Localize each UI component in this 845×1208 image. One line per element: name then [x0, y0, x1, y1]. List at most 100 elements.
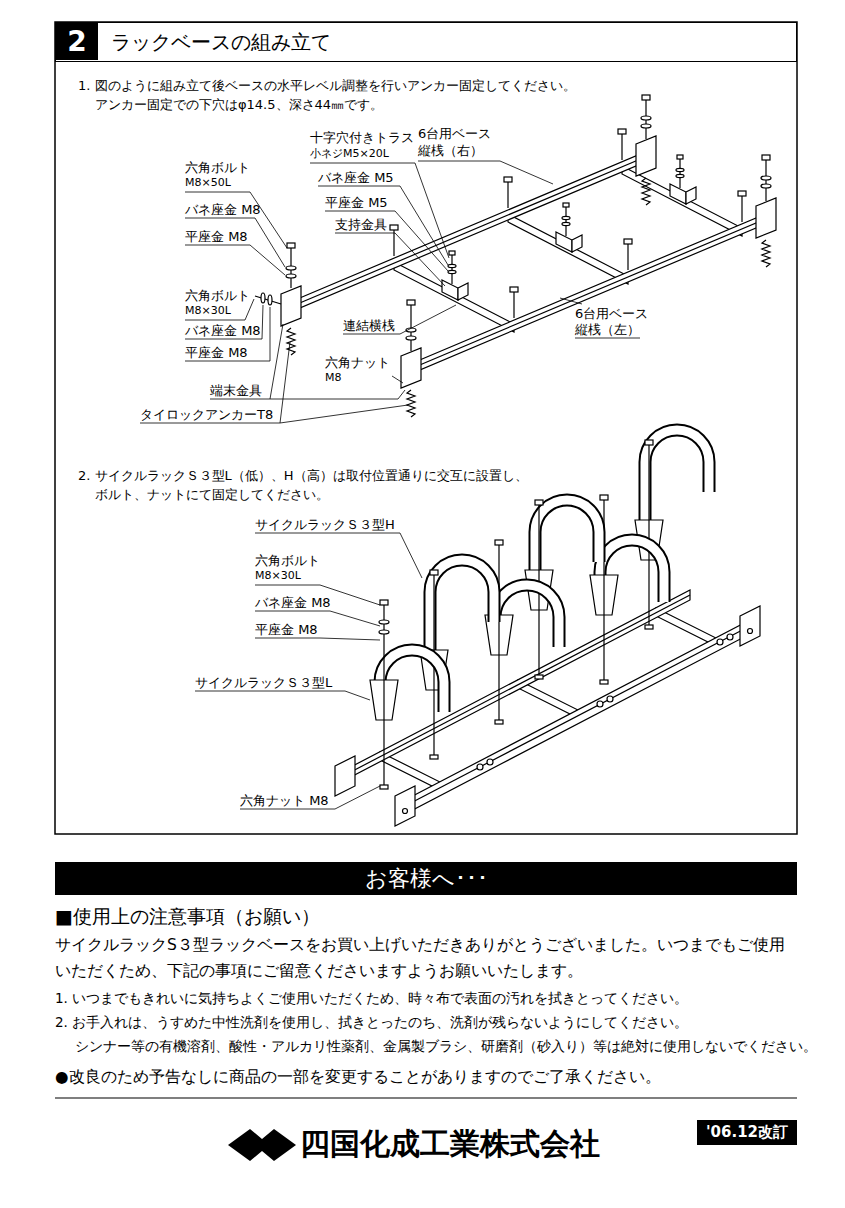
cycle-rack-drawing: [430, 570, 438, 575]
rack-base-drawing: [556, 232, 572, 252]
section-heading: ラックベースの組み立て2: [55, 22, 797, 62]
rack-base-drawing: [393, 230, 394, 256]
rack-base-drawing: [513, 292, 514, 318]
rack-base-drawing: [507, 182, 508, 208]
leader-lines: [318, 186, 448, 265]
cycle-rack-drawing: [379, 620, 389, 624]
company-name: 四国化成工業株式会社: [300, 1126, 600, 1162]
leader-lines: [418, 161, 553, 184]
rack-base-drawing: [670, 184, 686, 204]
rack-base-drawing: [622, 166, 742, 236]
rack-base-drawing: [448, 264, 456, 267]
rack-base-drawing: [641, 124, 651, 128]
cycle-rack-drawing: [495, 540, 503, 545]
section-heading-text: ラックベースの組み立て: [111, 29, 331, 56]
part-spec: M8×50L: [185, 176, 231, 189]
part-spec: 小ネジM5×20L: [310, 147, 389, 160]
leader-lines: [335, 233, 445, 286]
rack-base-drawing: [255, 100, 770, 417]
rack-base-drawing: [458, 283, 468, 300]
leader-lines: [140, 342, 290, 423]
leader-lines: [185, 245, 285, 275]
rack-base-drawing: [286, 266, 296, 270]
instruction-text: 1. 図のように組み立て後ベースの水平レベル調整を行いアンカー固定してください。: [78, 78, 576, 94]
rack-base-drawing: [504, 177, 512, 182]
cycle-rack-drawing: [335, 756, 355, 796]
rack-base-drawing: [448, 270, 456, 273]
rack-base-drawing: [295, 155, 650, 305]
cycle-rack-drawing: [635, 430, 709, 629]
cycle-rack-drawing: [597, 701, 603, 707]
rack-base-drawing: [762, 155, 770, 160]
rack-base-drawing: [449, 251, 455, 255]
part-label: 連結横桟: [343, 318, 395, 334]
part-label: バネ座金 M8: [185, 323, 261, 339]
part-label: 平座金 M8: [185, 229, 248, 245]
leader-lines: [392, 376, 403, 383]
rack-base-drawing: [761, 184, 771, 188]
rack-base-drawing: [415, 212, 770, 372]
rack-base-drawing: [572, 235, 582, 252]
part-label: 縦桟（右）: [418, 143, 483, 159]
cycle-rack-drawing: [477, 764, 483, 770]
rack-base-drawing: [621, 134, 622, 160]
part-spec: M8×30L: [255, 569, 301, 582]
leader-lines: [255, 638, 380, 640]
cycle-rack-drawing: [498, 545, 499, 720]
rack-base-drawing: [287, 243, 295, 248]
cycle-rack-drawing: [495, 720, 503, 724]
part-label: 支持金具: [335, 217, 387, 233]
part-label: 6台用ベース: [575, 306, 648, 322]
cycle-rack-drawing: [379, 630, 389, 634]
rack-base-drawing: [508, 214, 628, 284]
leader-lines: [185, 192, 287, 248]
part-label: 六角ボルト: [185, 160, 250, 176]
rack-base-drawing: [741, 196, 742, 222]
rack-base-drawing: [287, 328, 295, 355]
notice-item: 2. お手入れは、うすめた中性洗剤を使用し、拭きとったのち、洗剤が残らないように…: [55, 1014, 688, 1030]
rule-line: [55, 1097, 797, 1098]
rack-base-drawing: [390, 225, 398, 230]
rack-base-drawing: [401, 348, 421, 388]
customer-band-text: お客様へ･･･: [365, 864, 488, 894]
cycle-rack-drawing: [645, 625, 653, 629]
cycle-rack-drawing: [535, 675, 543, 679]
part-label: バネ座金 M8: [255, 595, 331, 611]
leader-lines: [310, 163, 449, 258]
part-spec: M8: [325, 371, 342, 384]
leader-lines: [325, 211, 448, 271]
leader-lines: [270, 390, 405, 399]
rack-base-drawing: [565, 207, 566, 236]
part-label: 六角ボルト: [185, 288, 250, 304]
cycle-rack-drawing: [740, 606, 760, 646]
rack-base-drawing: [618, 129, 626, 134]
rack-base-drawing: [394, 262, 514, 332]
rack-base-drawing: [442, 280, 458, 300]
instruction-text: アンカー固定での下穴はφ14.5、深さ44㎜です。: [95, 97, 383, 113]
rack-base-drawing: [563, 203, 569, 207]
cycle-rack-drawing: [405, 620, 750, 814]
cycle-rack-drawing: [600, 495, 608, 500]
rack-base-drawing: [268, 295, 272, 305]
part-label: タイロックアンカーT8: [140, 407, 273, 423]
rack-base-drawing: [686, 187, 696, 204]
leader-lines: [575, 338, 640, 339]
rack-base-drawing: [255, 296, 281, 304]
part-label: 平座金 M5: [325, 195, 388, 211]
notice-item: シンナー等の有機溶剤、酸性・アルカリ性薬剤、金属製ブラシ、研磨剤（砂入り）等は絶…: [75, 1038, 817, 1054]
leader-lines: [185, 218, 285, 267]
rack-base-drawing: [261, 293, 265, 303]
rack-base-drawing: [510, 287, 518, 292]
revision-tag-text: '06.12改訂: [706, 1123, 788, 1142]
part-label: 平座金 M8: [255, 622, 318, 638]
section-frame: [55, 22, 797, 834]
instruction-text: 2. サイクルラックＳ３型L（低）、H（高）は取付位置通りに交互に設置し、: [78, 468, 528, 484]
rack-base-drawing: [281, 286, 301, 326]
leader-lines: [280, 405, 408, 423]
cycle-rack-drawing: [600, 680, 608, 684]
company-logo: [228, 1129, 296, 1161]
leader-lines: [560, 298, 582, 304]
rack-base-drawing: [762, 240, 770, 267]
part-label: 六角ナット M8: [240, 793, 329, 809]
